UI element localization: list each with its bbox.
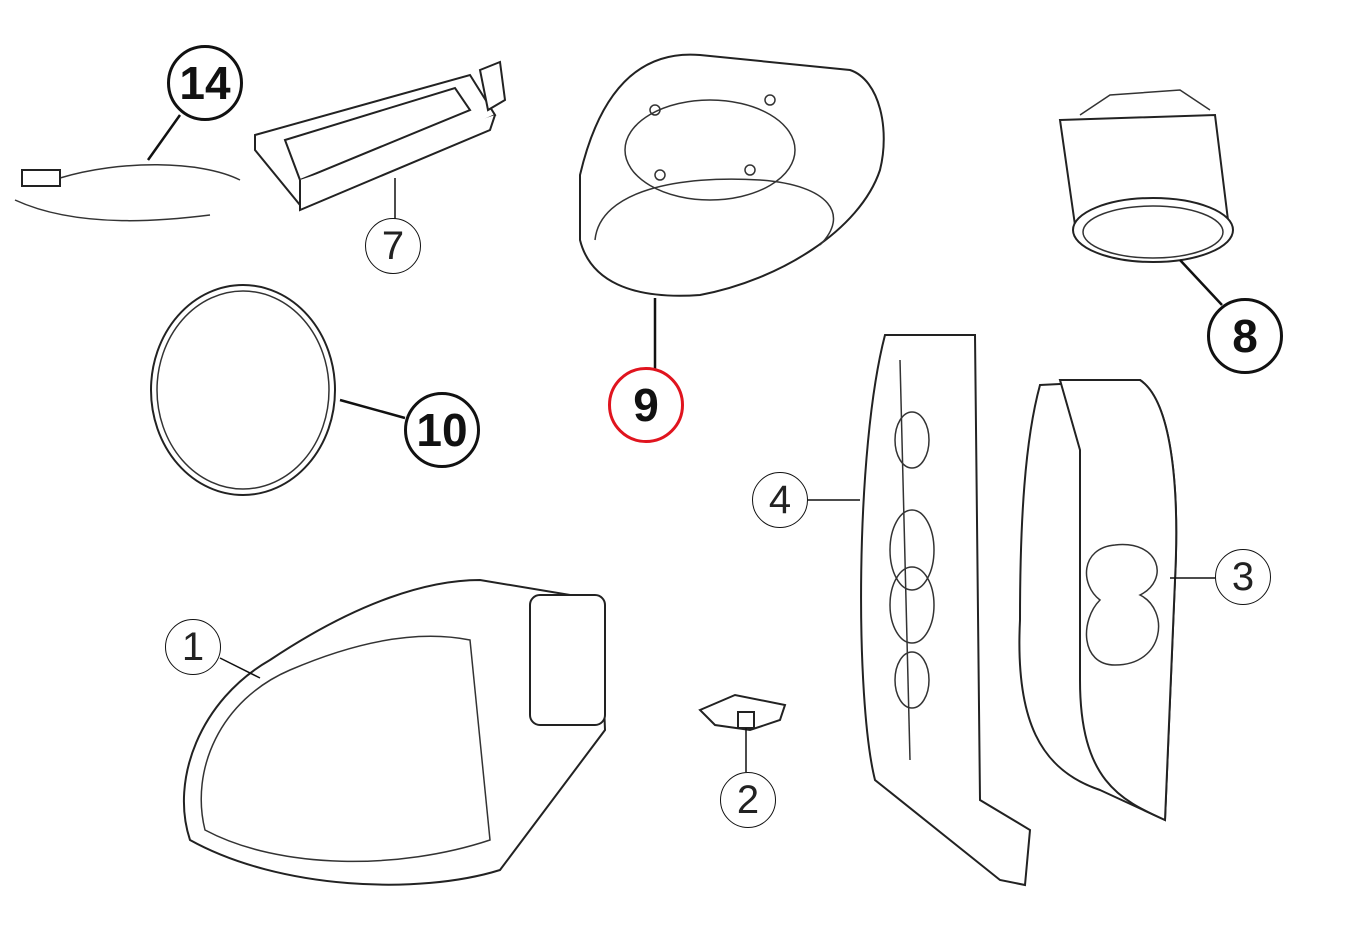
part-3-cover xyxy=(1018,378,1215,822)
callout-2: 2 xyxy=(720,772,776,828)
callout-9-highlighted: 9 xyxy=(608,367,684,443)
callout-label: 1 xyxy=(181,624,205,669)
callout-10: 10 xyxy=(404,392,480,468)
part-1-front-housing xyxy=(182,578,607,886)
part-4-side-panel xyxy=(808,334,1032,887)
callout-3: 3 xyxy=(1215,549,1271,605)
callout-label: 4 xyxy=(768,477,792,522)
callout-8: 8 xyxy=(1207,298,1283,374)
part-14-cable xyxy=(14,114,241,222)
part-8-motor xyxy=(1058,89,1234,306)
callout-label: 8 xyxy=(1232,310,1258,362)
callout-4: 4 xyxy=(752,472,808,528)
part-9-housing xyxy=(579,53,885,370)
callout-1: 1 xyxy=(165,619,221,675)
part-10-ring xyxy=(150,284,406,496)
callout-label: 10 xyxy=(416,404,468,456)
callout-label: 14 xyxy=(179,57,231,109)
callout-7: 7 xyxy=(365,218,421,274)
callout-label: 2 xyxy=(736,777,760,822)
callout-label: 3 xyxy=(1231,554,1255,599)
part-7-filter-tray xyxy=(254,60,507,220)
part-2-clip xyxy=(698,693,787,772)
callout-14: 14 xyxy=(167,45,243,121)
callout-label: 7 xyxy=(381,223,405,268)
callout-label: 9 xyxy=(633,379,659,431)
